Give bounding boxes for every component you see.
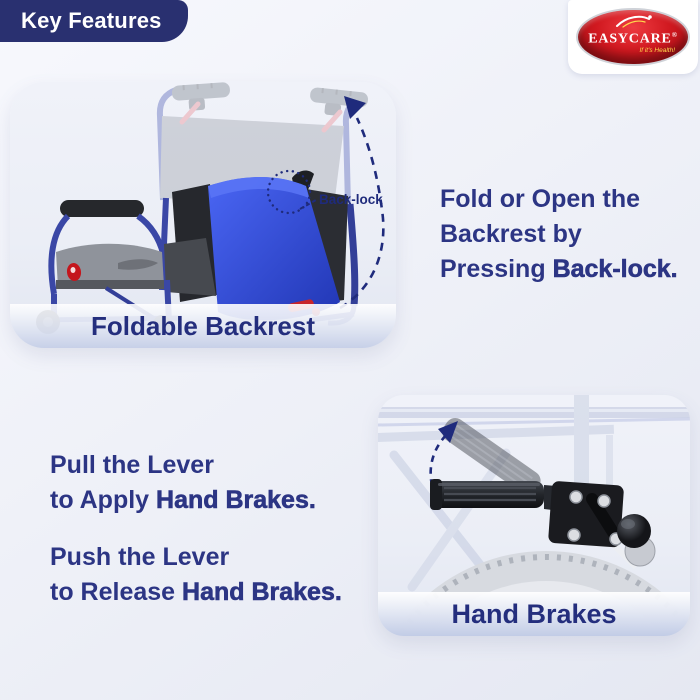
description-line: Fold or Open the bbox=[440, 185, 640, 213]
description-line: Pressing Back-lock. bbox=[440, 255, 678, 284]
logo-registered-mark: ® bbox=[671, 31, 678, 39]
logo-brand-name: EASYCARE bbox=[588, 31, 672, 47]
description-line: Pull the Lever bbox=[50, 451, 214, 479]
fold-arrowhead-icon bbox=[344, 96, 366, 119]
brand-logo-card: EASYCARE® If it's Health! bbox=[568, 0, 698, 74]
back-lock-pointer-line bbox=[299, 199, 317, 210]
bolt-icon bbox=[567, 528, 581, 542]
logo-tagline: If it's Health! bbox=[639, 47, 675, 54]
description-line: Backrest by bbox=[440, 220, 582, 248]
hand-brakes-caption: Hand Brakes bbox=[451, 599, 616, 629]
armrest-pad bbox=[60, 200, 144, 217]
description-line: Push the Lever bbox=[50, 543, 230, 571]
description-line: to Release Hand Brakes. bbox=[50, 578, 342, 607]
bolt-icon bbox=[597, 494, 611, 508]
push-handle-left-icon bbox=[171, 82, 230, 111]
wheelchair-illustration: Back-lock Foldable Backrest bbox=[10, 82, 396, 348]
backrest-description: Fold or Open the Backrest by Pressing Ba… bbox=[440, 182, 695, 287]
hand-brake-illustration: Hand Brakes bbox=[378, 395, 690, 636]
bolt-icon bbox=[569, 490, 583, 504]
fold-arc-arrow bbox=[339, 117, 385, 310]
folded-backrest-cushion bbox=[208, 177, 340, 321]
back-lock-label: Back-lock bbox=[319, 192, 383, 207]
foldable-backrest-panel: Back-lock Foldable Backrest bbox=[10, 82, 396, 348]
header-title: Key Features bbox=[21, 8, 162, 33]
ghost-brake-lever bbox=[442, 418, 541, 495]
caption-strip bbox=[10, 304, 396, 348]
logo-brand-text: EASYCARE® bbox=[578, 31, 688, 48]
side-guard-panel bbox=[56, 243, 164, 288]
easycare-logo-oval: EASYCARE® If it's Health! bbox=[576, 8, 690, 66]
caption-strip bbox=[378, 592, 690, 636]
brake-knob bbox=[617, 514, 651, 548]
brake-arrowhead-icon bbox=[438, 421, 458, 443]
brake-arc-arrow bbox=[429, 432, 449, 498]
brakes-description: Pull the Lever to Apply Hand Brakes. Pus… bbox=[50, 448, 385, 610]
key-features-header: Key Features bbox=[0, 0, 188, 42]
back-lock-dotted-circle bbox=[266, 169, 312, 215]
logo-swoosh-icon bbox=[578, 13, 688, 34]
hand-brakes-panel: Hand Brakes bbox=[378, 395, 690, 636]
description-line: to Apply Hand Brakes. bbox=[50, 486, 316, 515]
brake-lever-assembly bbox=[430, 479, 651, 548]
foldable-backrest-caption: Foldable Backrest bbox=[91, 311, 315, 341]
